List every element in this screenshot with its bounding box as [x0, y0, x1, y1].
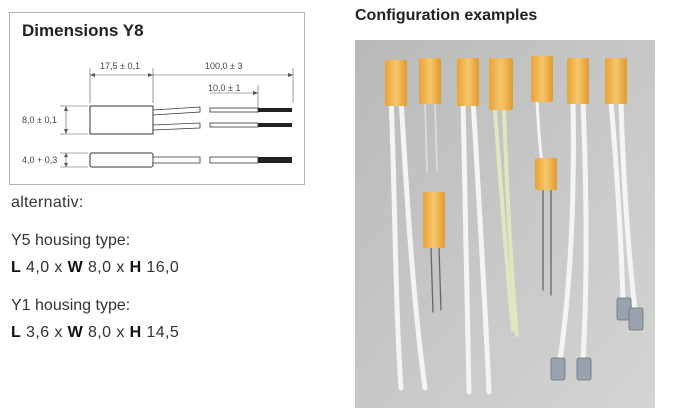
- component-7: [605, 58, 627, 104]
- housing-y5-dims: L 4,0 x W 8,0 x H 16,0: [11, 259, 179, 277]
- dim-key-w: W: [67, 324, 84, 341]
- dim-sep: x: [116, 259, 125, 276]
- dim-sep: x: [116, 324, 125, 341]
- dim-sep: x: [54, 324, 63, 341]
- dim-key-w: W: [67, 259, 84, 276]
- capacitor-bodies: [385, 56, 627, 248]
- housing-y5-title: Y5 housing type:: [11, 232, 131, 249]
- dimensions-title: Dimensions Y8: [22, 21, 144, 40]
- config-photo: [355, 40, 655, 408]
- component-5: [531, 56, 553, 102]
- dim-thickness-label: 4,0 + 0,3: [22, 155, 57, 165]
- dim-key-l: L: [11, 259, 22, 276]
- component-1: [385, 60, 407, 106]
- component-3: [457, 58, 479, 106]
- dim-val-l: 3,6: [26, 324, 50, 341]
- dim-val-w: 8,0: [88, 259, 112, 276]
- dim-key-h: H: [129, 324, 142, 341]
- dim-sep: x: [54, 259, 63, 276]
- dimensions-panel: Dimensions Y8 17,5 ± 0,1 100,0 ± 3 10,0 …: [9, 12, 305, 185]
- dim-val-l: 4,0: [26, 259, 50, 276]
- component-6: [567, 58, 589, 104]
- dim-lead-end-label: 10,0 ± 1: [208, 83, 240, 93]
- component-2: [419, 58, 441, 104]
- dim-lead-length-label: 100,0 ± 3: [205, 61, 242, 71]
- dim-width-label: 17,5 ± 0,1: [100, 61, 140, 71]
- component-4: [489, 58, 513, 110]
- component-9: [423, 192, 445, 248]
- config-title: Configuration examples: [355, 7, 538, 24]
- housing-y1-dims: L 3,6 x W 8,0 x H 14,5: [11, 324, 179, 342]
- housing-y1-title: Y1 housing type:: [11, 297, 131, 314]
- dim-key-l: L: [11, 324, 22, 341]
- dim-val-h: 16,0: [146, 259, 180, 276]
- dim-height-label: 8,0 ± 0,1: [22, 115, 57, 125]
- dim-key-h: H: [129, 259, 142, 276]
- dimensions-drawing: 17,5 ± 0,1 100,0 ± 3 10,0 ± 1 8,0 ± 0,1: [22, 61, 294, 168]
- alternativ-label: alternativ:: [11, 194, 84, 211]
- dim-val-h: 14,5: [146, 324, 180, 341]
- component-8: [535, 158, 557, 190]
- dim-val-w: 8,0: [88, 324, 112, 341]
